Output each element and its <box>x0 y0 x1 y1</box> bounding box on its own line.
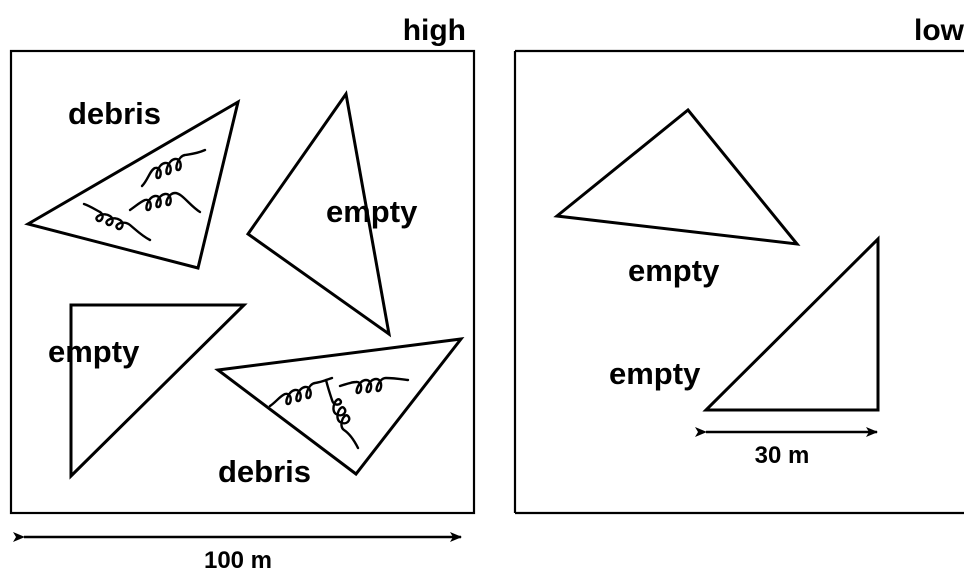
label-low-empty-lower: empty <box>609 356 701 391</box>
scale-label-100m: 100 m <box>204 547 272 574</box>
label-debris-bottom: debris <box>218 454 311 489</box>
label-debris-top: debris <box>68 96 161 131</box>
scale-label-30m: 30 m <box>755 442 810 469</box>
panel-title-low: low <box>914 14 964 47</box>
debris-coil-5 <box>338 376 410 395</box>
debris-coil-3 <box>82 202 152 242</box>
debris-coil-2 <box>128 191 202 214</box>
debris-coil-6 <box>324 378 360 450</box>
triangle-debris-top <box>24 98 241 270</box>
debris-coil-1 <box>140 148 207 188</box>
triangle-empty-bottom-left <box>69 303 248 480</box>
panel-title-high: high <box>403 14 466 47</box>
triangle-empty-top-right <box>245 90 392 338</box>
label-empty-bottom-left: empty <box>48 334 140 369</box>
triangle-debris-bottom <box>214 337 465 477</box>
label-empty-top-right: empty <box>326 194 418 229</box>
debris-coil-4 <box>268 376 334 408</box>
panel-frame-high <box>9 49 476 515</box>
triangle-low-lower <box>702 235 880 412</box>
label-low-empty-upper: empty <box>628 253 720 288</box>
triangle-low-upper <box>553 107 801 246</box>
